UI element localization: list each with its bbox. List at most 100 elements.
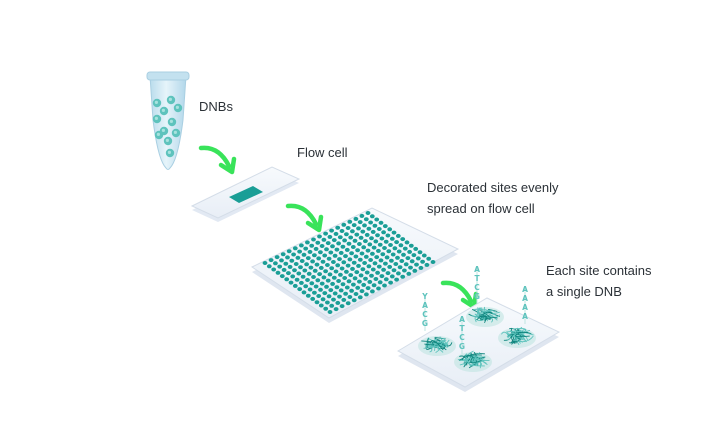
site-dot [357,257,363,262]
site-dot [279,274,285,279]
site-dot [374,217,380,222]
site-dot [315,240,321,245]
site-dot [387,227,393,232]
site-dot [352,238,358,243]
site-dot [404,240,410,245]
site-dot [339,266,345,271]
site-dot [303,246,309,251]
site-dot [361,282,367,287]
dnb-dot-highlight [165,138,169,142]
dnb-dot-highlight [154,116,158,120]
site-dot [330,244,335,249]
site-dot [277,264,283,269]
site-dot [372,223,378,228]
dnb-dot-highlight [156,132,160,136]
site-dot [291,252,296,257]
site-dot [287,264,293,269]
site-dot [362,223,367,228]
site-dot [359,213,365,218]
site-dot [383,261,388,266]
site-dot [343,291,348,296]
site-dot [363,239,368,244]
site-dot [286,249,292,254]
site-dot [292,283,298,288]
site-dot [299,243,304,248]
site-dot [354,270,360,275]
site-dot [325,278,331,283]
site-dot [301,252,307,257]
site-dot [370,267,376,272]
site-dot [323,306,329,311]
site-dot [266,264,272,269]
grid-sites [262,211,436,314]
site-dot [408,243,414,248]
site-dot [375,233,380,238]
site-dot [394,277,399,282]
site-dot [333,231,339,236]
site-dot [382,246,387,250]
site-dot [318,287,323,292]
site-dot [301,290,307,295]
dnb-dot-highlight [161,128,165,132]
site-dot [365,248,371,253]
site-dot [357,279,362,284]
site-dot [327,272,333,277]
site-dot [369,236,374,241]
dnb-dot-highlight [173,130,177,134]
site-dot [369,273,374,278]
site-dot [357,242,362,246]
site-dot [341,260,347,265]
site-dot [381,267,386,272]
site-dot [306,271,312,276]
site-dot [383,239,389,244]
site-dot [413,246,419,251]
site-dot [364,232,370,237]
site-dot [302,268,308,273]
dnbs-label: DNBs [199,99,233,114]
site-dot [320,297,326,302]
site-dot [335,225,341,230]
site-dot [352,276,358,281]
dnb-dot-highlight [167,150,171,154]
site-dot [370,229,376,234]
site-dot [305,293,311,298]
site-dot [385,233,391,238]
site-dot [333,269,339,274]
site-dot [273,261,278,266]
site-dot [275,270,281,275]
site-dot [289,258,295,263]
flow-cell-label: Flow cell [297,145,348,160]
site-dot [319,244,325,248]
site-dot [360,267,366,272]
site-dot [274,255,280,260]
site-dot [325,300,330,305]
strand-letter: T [459,324,465,333]
site-dot [358,273,364,278]
strand-letter: A [474,265,480,274]
site-dot [320,259,326,264]
site-dot [286,271,291,276]
site-dot [412,268,418,273]
site-dot [297,287,303,292]
site-dot [399,259,405,263]
site-dot [309,243,315,248]
site-dot [361,245,367,250]
site-dot [364,270,370,275]
site-dot [395,233,401,238]
arrow-icon [285,203,324,233]
dnb-ball [466,306,504,327]
site-dot [324,247,329,252]
site-dot [349,251,354,256]
site-dot [407,249,412,254]
site-dot [336,279,341,283]
site-dot [312,253,317,258]
strand-letter: G [474,292,480,301]
site-dot [337,235,343,240]
site-dot [308,265,314,270]
site-dot [367,279,373,284]
site-dot [338,250,344,255]
site-dot [344,269,349,274]
site-dot [380,252,386,257]
